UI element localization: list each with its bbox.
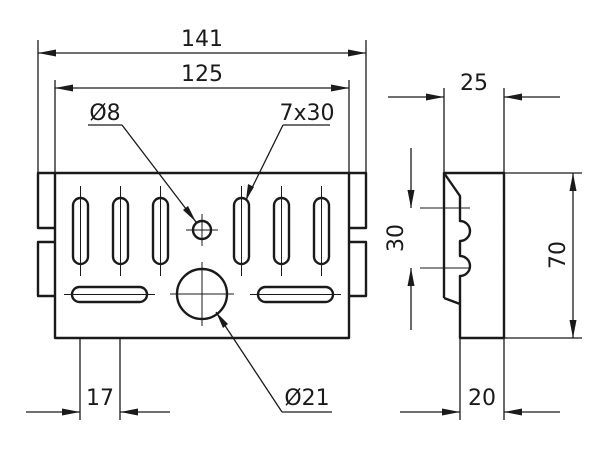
dimension-labels: 141 125 Ø8 7x30 25 30 70 17 Ø21 20 (86, 27, 571, 411)
right-lower-tab (349, 240, 368, 298)
dim-side-thickness-span: 25 (460, 71, 488, 96)
side-view (420, 171, 506, 340)
dim-height: 70 (546, 241, 571, 269)
dim-slot-offset: 17 (86, 386, 114, 411)
dim-overall-width: 141 (181, 27, 223, 52)
dim-slot-spacing: 30 (384, 224, 409, 252)
left-lower-tab (36, 240, 55, 298)
dimension-lines (26, 40, 582, 420)
front-plate (53, 171, 351, 340)
side-bend (443, 296, 461, 306)
dim-side-flange: 20 (468, 386, 496, 411)
dim-slot-size: 7x30 (279, 101, 334, 126)
right-upper-tab (349, 171, 368, 230)
side-profile (442, 171, 506, 340)
dim-inner-width: 125 (181, 62, 223, 87)
dim-small-hole: Ø8 (89, 101, 120, 126)
left-upper-tab (36, 171, 55, 230)
front-view (36, 171, 368, 340)
dim-large-hole: Ø21 (284, 386, 329, 411)
slot-center-lines (80, 186, 322, 276)
